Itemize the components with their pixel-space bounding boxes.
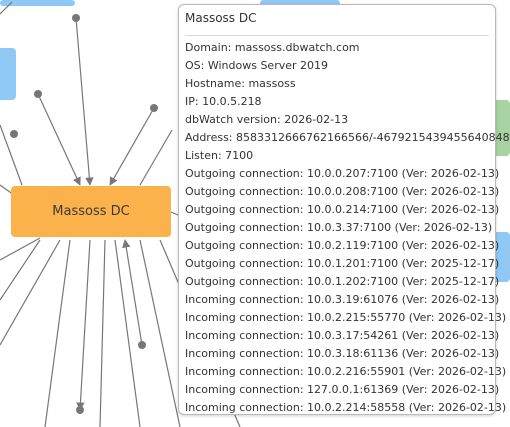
node-massoss-dc[interactable]: Massoss DC	[11, 186, 171, 237]
tooltip-incoming-connection: Incoming connection: 10.0.2.215:55770 (V…	[185, 311, 507, 324]
edge	[139, 129, 173, 186]
edge	[99, 239, 106, 427]
tooltip-divider	[185, 35, 489, 36]
tooltip-outgoing-connection: Outgoing connection: 10.0.2.119:7100 (Ve…	[185, 239, 500, 252]
tooltip-incoming-connection: Incoming connection: 10.0.2.214:58558 (V…	[185, 401, 507, 414]
edge	[0, 237, 41, 261]
node-blue-left[interactable]	[0, 48, 16, 100]
edge	[114, 239, 141, 427]
edge	[0, 239, 41, 301]
edge	[170, 211, 179, 216]
node-tooltip: Massoss DC Domain: massoss.dbwatch.com O…	[178, 4, 510, 417]
tooltip-incoming-connection: Incoming connection: 10.0.3.18:61136 (Ve…	[185, 347, 500, 360]
edge	[109, 107, 155, 186]
edge	[37, 93, 81, 186]
tooltip-hostname: Hostname: massoss	[185, 77, 296, 90]
edge	[0, 124, 23, 186]
tooltip-lines: Domain: massoss.dbwatch.com OS: Windows …	[185, 39, 510, 417]
node-label: Massoss DC	[52, 204, 130, 219]
edge	[122, 239, 143, 346]
edge	[0, 239, 61, 346]
tooltip-title: Massoss DC	[185, 11, 257, 25]
edge-dot	[150, 104, 158, 112]
edge	[75, 17, 94, 186]
edge-dots	[10, 14, 158, 414]
tooltip-domain: Domain: massoss.dbwatch.com	[185, 41, 360, 54]
tooltip-outgoing-connection: Outgoing connection: 10.0.1.202:7100 (Ve…	[185, 275, 500, 288]
edge-dot	[10, 130, 18, 138]
tooltip-listen: Listen: 7100	[185, 149, 254, 162]
tooltip-outgoing-connection: Outgoing connection: 10.0.0.208:7100 (Ve…	[185, 185, 500, 198]
tooltip-address: Address: 8583312666762166566/-4679215439…	[185, 131, 510, 144]
edge	[44, 239, 71, 427]
edge	[0, 1, 13, 15]
edge	[76, 239, 91, 411]
edge-dot	[72, 14, 80, 22]
tooltip-incoming-connection: Incoming connection: 10.0.2.216:55901 (V…	[185, 365, 507, 378]
node-blue-top[interactable]	[0, 0, 75, 6]
tooltip-os: OS: Windows Server 2019	[185, 59, 329, 72]
tooltip-outgoing-connection: Outgoing connection: 10.0.0.214:7100 (Ve…	[185, 203, 500, 216]
tooltip-incoming-connection: Incoming connection: 10.0.3.17:54261 (Ve…	[185, 329, 500, 342]
tooltip-version: dbWatch version: 2026-02-13	[185, 113, 349, 126]
edge-dot	[34, 90, 42, 98]
tooltip-outgoing-connection: Outgoing connection: 10.0.1.201:7100 (Ve…	[185, 257, 500, 270]
edge	[139, 239, 181, 427]
tooltip-outgoing-connection: Outgoing connection: 10.0.3.37:7100 (Ver…	[185, 221, 493, 234]
edge-dot	[76, 406, 84, 414]
edge-dot	[138, 341, 146, 349]
tooltip-incoming-connection: Incoming connection: 127.0.0.1:61369 (Ve…	[185, 383, 500, 396]
tooltip-outgoing-connection: Outgoing connection: 10.0.0.207:7100 (Ve…	[185, 167, 500, 180]
tooltip-ip: IP: 10.0.5.218	[185, 95, 262, 108]
tooltip-incoming-connection: Incoming connection: 10.0.3.19:61076 (Ve…	[185, 293, 500, 306]
